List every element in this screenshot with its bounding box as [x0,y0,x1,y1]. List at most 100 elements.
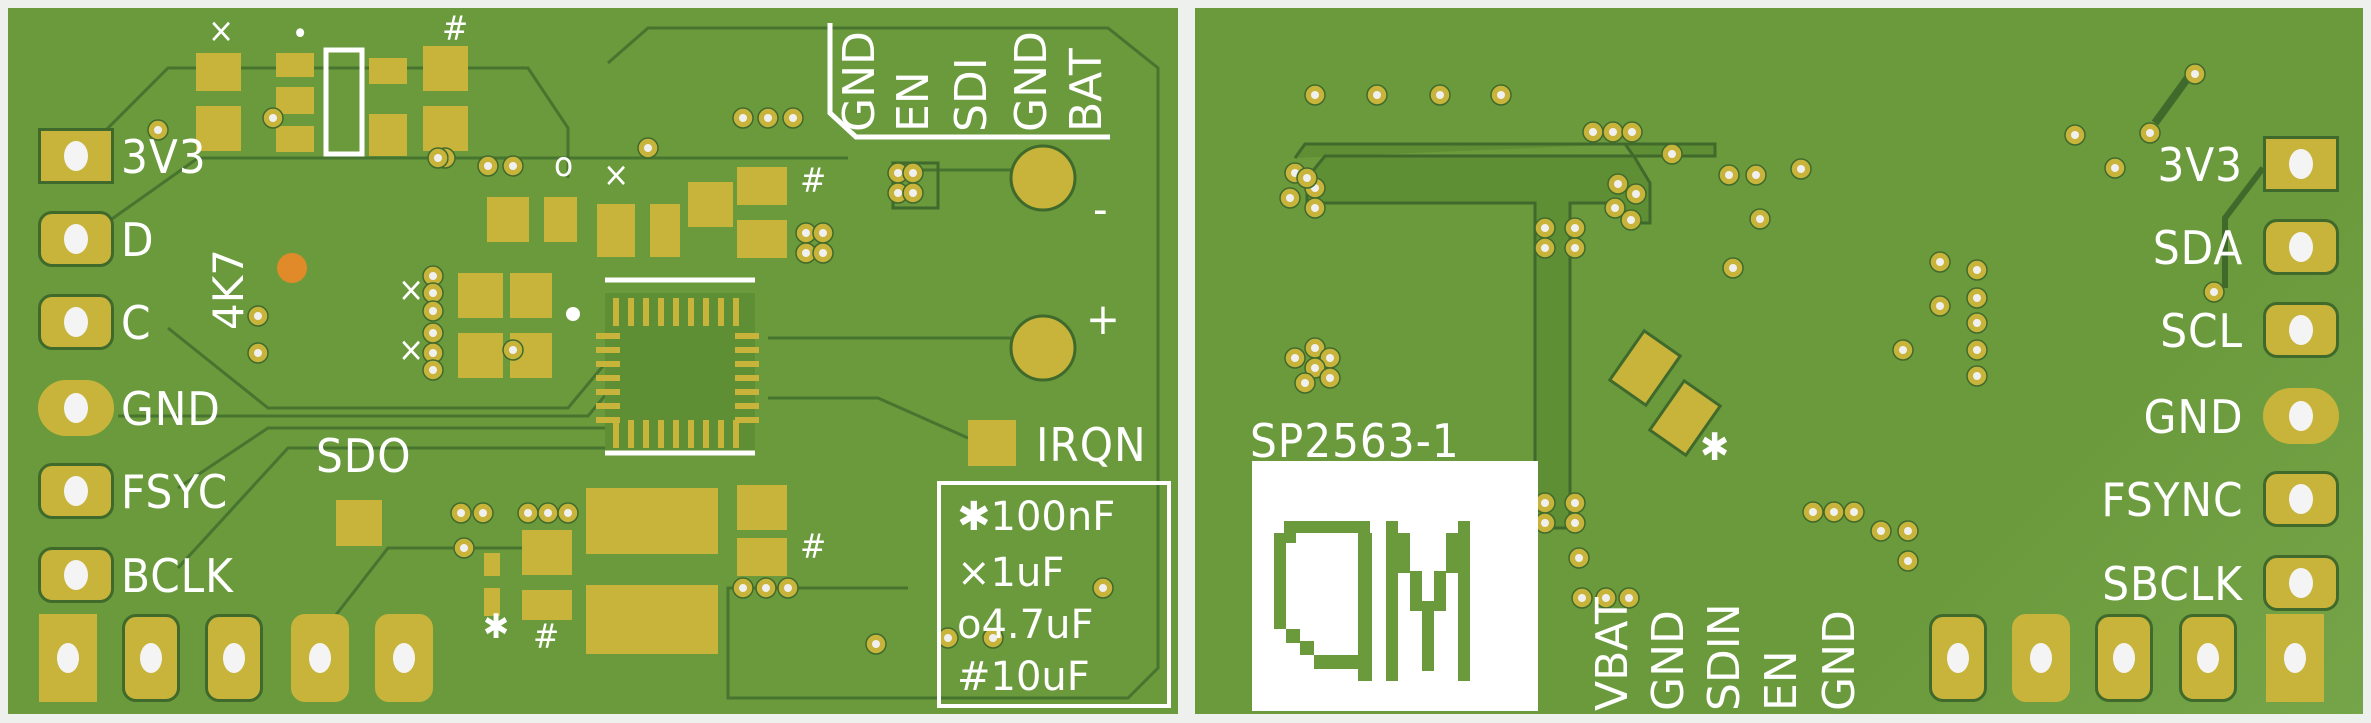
mic-pad [1009,144,1077,212]
pin-pad-fsync [2263,471,2339,527]
via-hole [254,349,262,357]
via-hole [764,114,772,122]
component-mark: o [554,145,575,185]
via-hole [1497,91,1505,99]
via-hole [1578,594,1586,602]
via-hole [872,640,880,648]
component-pad [196,106,241,151]
via-hole [1303,174,1311,182]
via-hole [1936,258,1944,266]
legend-symbol: × [957,550,991,596]
via-hole [802,249,810,257]
bottom-pad [205,614,263,702]
chip-pin [613,420,619,448]
via-hole [789,114,797,122]
component-pad [458,333,503,378]
led-dot [277,253,307,283]
trace [77,156,848,245]
capacitor-pad [1647,378,1723,458]
pin-label: SBCLK [2102,557,2243,611]
via-hole [819,229,827,237]
component-pad [336,500,382,546]
component-pad [369,114,407,156]
trace [177,426,618,490]
component-mark: # [800,161,828,201]
via-hole [1099,584,1107,592]
chip-pin [596,417,620,423]
via-hole [1301,379,1309,387]
right-copper-layer [1279,63,2266,609]
via-hole [1899,346,1907,354]
via-hole [1756,215,1764,223]
pin-label: GND [2143,390,2243,444]
via-hole [524,509,532,517]
legend-item: ×1uF [957,553,1064,593]
pcb-bottom-view: 3V3 SDA SCL GND FSYNC SBCLK SP2563-1 VBA… [1195,8,2363,714]
pin-label: FSYNC [2100,473,2243,527]
via-hole [1797,165,1805,173]
via-hole [1609,128,1617,136]
top-label: BAT [1061,48,1112,132]
chip-pin [613,298,619,326]
pcb-top-view: 3V3 D C GND FSYC BCLK 4K7 SDO IRQN - + G… [8,8,1178,714]
via-hole [1752,171,1760,179]
component-pad [650,204,680,257]
chip-pin [703,420,709,448]
component-mark: × [398,330,426,370]
via-hole [1809,508,1817,516]
pin1-dot [566,307,580,321]
pin-label: GND [121,382,221,436]
component-pad [737,485,787,530]
top-label: SDI [946,57,997,132]
component-mark: # [800,527,828,567]
component-pad [586,488,718,554]
component-pad [586,585,718,654]
chip-pin [658,420,664,448]
chip-pin [596,347,620,353]
bottom-pad [2095,614,2153,702]
bottom-label: EN [1756,650,1807,711]
chip-pin [643,420,649,448]
via-hole [1973,372,1981,380]
via-hole [944,634,952,642]
via-hole [2111,164,2119,172]
capacitor-legend: ✱100nF ×1uF o4.7uF #10uF [937,481,1171,708]
legend-value: 1uF [990,550,1065,596]
via-hole [644,144,652,152]
via-hole [739,584,747,592]
via-hole [2071,131,2079,139]
via-hole [484,162,492,170]
via-hole [479,509,487,517]
via-hole [1311,91,1319,99]
via-hole [1627,216,1635,224]
chip-pin [673,298,679,326]
via-hole [1373,91,1381,99]
pin-pad-gnd [2263,388,2339,444]
via-hole [1311,364,1319,372]
chip-pin [735,403,759,409]
resistor-label: 4K7 [204,249,253,330]
via-hole [1291,354,1299,362]
legend-symbol: # [957,654,991,700]
via-hole [429,349,437,357]
via-hole [2191,70,2199,78]
legend-value: 4.7uF [981,602,1094,648]
irqn-label: IRQN [1036,418,1147,472]
chip-pin [735,361,759,367]
pin-pad-gnd [38,380,114,436]
component-mark: # [442,9,470,49]
chip-pin [735,333,759,339]
via-hole [1326,354,1334,362]
via-hole [1877,527,1885,535]
chip-pin [733,298,739,326]
via-hole [784,584,792,592]
pin-pad-3v3 [38,128,114,184]
label-frame [827,23,1110,140]
chip-pin [718,420,724,448]
bottom-label: VBAT [1587,597,1638,711]
sdo-label: SDO [316,429,412,483]
chip-pin [733,420,739,448]
bottom-label: GND [1814,610,1865,711]
via-hole [989,634,997,642]
top-label: GND [834,31,885,132]
